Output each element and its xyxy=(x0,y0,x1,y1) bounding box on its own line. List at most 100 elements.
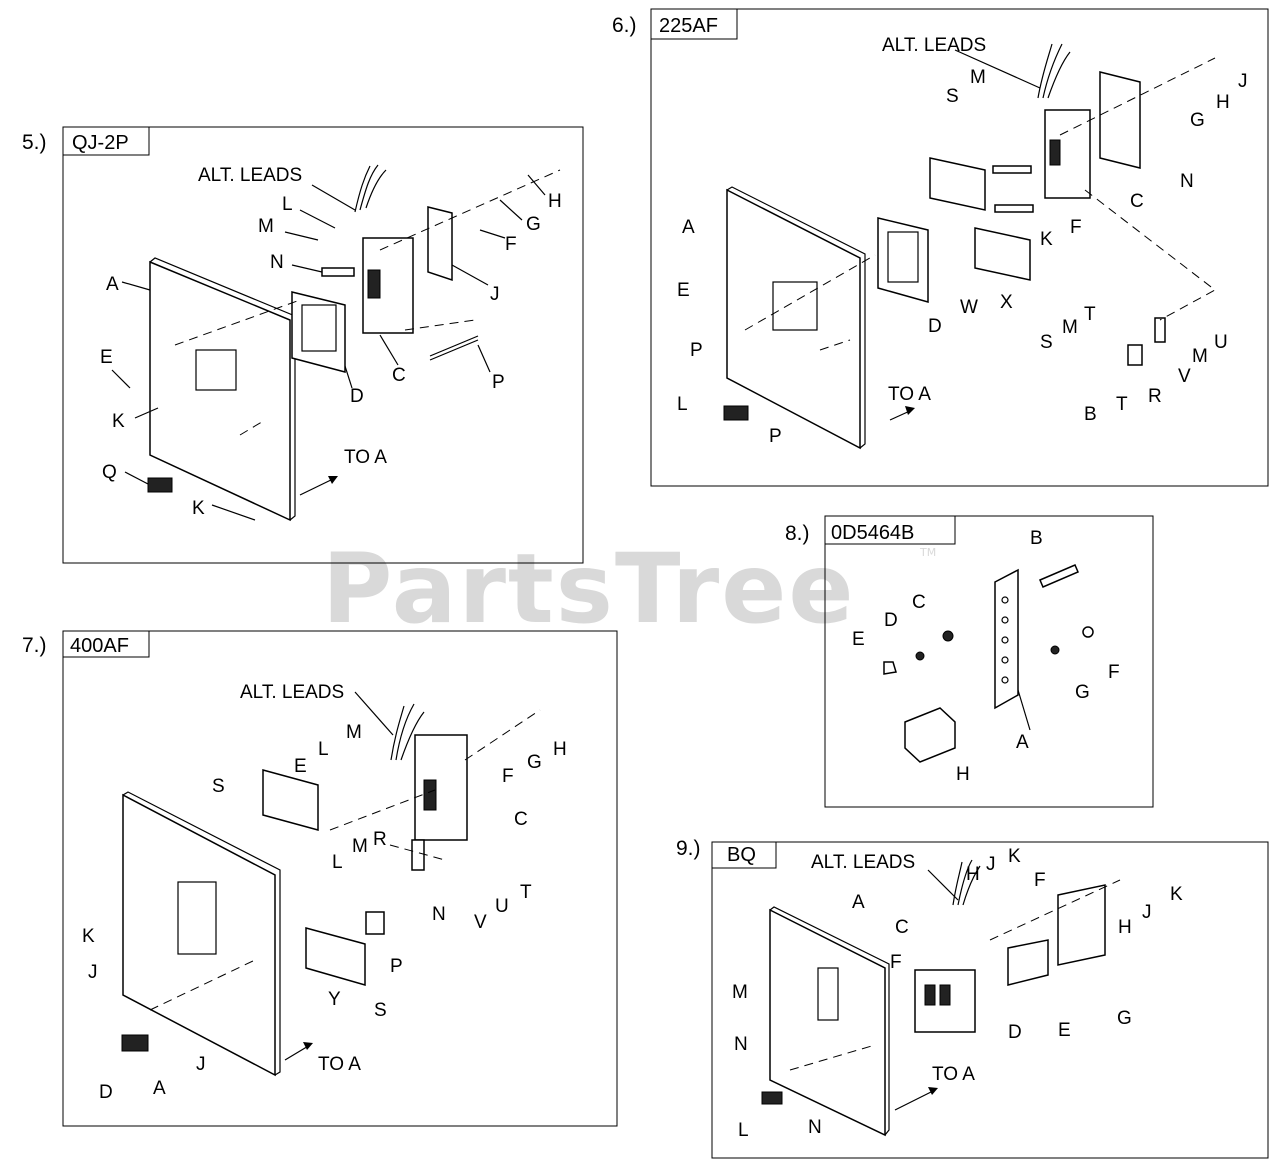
to-a-arrow xyxy=(894,1089,936,1111)
callout-h: H xyxy=(553,739,567,760)
washer-d xyxy=(915,651,925,661)
callout-f: F xyxy=(502,766,514,787)
bolt-f xyxy=(1082,626,1094,638)
alt-leads-label: ALT. LEADS xyxy=(198,165,302,186)
shield-s-upper xyxy=(262,769,319,831)
callout-t: T xyxy=(520,882,532,903)
to-a-label: TO A xyxy=(344,447,387,468)
diagram-6-model-box xyxy=(650,8,738,40)
to-a-label: TO A xyxy=(318,1054,361,1075)
callout-a: A xyxy=(852,892,865,913)
label-l xyxy=(723,405,749,421)
callout-g: G xyxy=(527,752,542,773)
callout-a: A xyxy=(682,217,695,238)
washer-c xyxy=(942,630,954,642)
bracket-v xyxy=(1154,317,1166,343)
callout-p-upper: P xyxy=(690,340,703,361)
to-a-label: TO A xyxy=(932,1064,975,1085)
callout-s-top: S xyxy=(946,86,959,107)
callout-f-left: F xyxy=(890,952,902,973)
callout-j-upper: J xyxy=(88,962,98,983)
diagram-8-model: 0D5464B xyxy=(831,522,914,544)
callout-m-lower: M xyxy=(352,836,368,857)
callout-a: A xyxy=(1016,732,1029,753)
callout-b: B xyxy=(1084,404,1097,425)
alt-leads-label: ALT. LEADS xyxy=(882,35,986,56)
callout-n-lower: N xyxy=(808,1117,822,1138)
diagram-6-model: 225AF xyxy=(659,15,718,37)
callout-l-upper: L xyxy=(318,739,329,760)
diagram-9-bq: 9.) BQ ALT. LEADS TO A A C D E F F G H H… xyxy=(676,837,1269,1159)
bezel-d xyxy=(877,217,929,303)
callout-d: D xyxy=(99,1082,113,1103)
callout-t-lower: T xyxy=(1116,394,1128,415)
callout-n: N xyxy=(432,904,446,925)
callout-h-right: H xyxy=(1118,917,1132,938)
diagram-7-400af: 7.) 400AF ALT. LEADS TO A A C D E F G H … xyxy=(22,630,618,1127)
breaker-c xyxy=(414,734,468,841)
callout-l: L xyxy=(677,394,688,415)
diagram-6-number: 6.) xyxy=(612,14,637,37)
shield-s-lower xyxy=(305,927,366,986)
cutout xyxy=(195,349,237,391)
callout-h: H xyxy=(548,191,562,212)
washer-g xyxy=(1050,645,1060,655)
callout-k-right: K xyxy=(1170,884,1183,905)
shield-w xyxy=(929,157,986,211)
diagram-7-model-box xyxy=(62,630,150,658)
callout-k-lower: K xyxy=(192,498,205,519)
diagram-7-model: 400AF xyxy=(70,635,129,657)
callout-a: A xyxy=(153,1078,166,1099)
callout-m: M xyxy=(732,982,748,1003)
callout-g: G xyxy=(1075,682,1090,703)
cutout xyxy=(817,967,839,1021)
strip-k xyxy=(992,165,1032,174)
callout-m-upper: M xyxy=(346,722,362,743)
callout-c: C xyxy=(392,365,406,386)
label-l xyxy=(761,1091,783,1105)
nut-e xyxy=(883,661,897,675)
callout-k: K xyxy=(1040,229,1053,250)
callout-c: C xyxy=(895,917,909,938)
diagram-8-frame xyxy=(824,515,1154,808)
callout-m: M xyxy=(258,216,274,237)
callout-c: C xyxy=(912,592,926,613)
bezel-d xyxy=(291,291,346,373)
callout-m-top: M xyxy=(970,67,986,88)
callout-f: F xyxy=(1070,217,1082,238)
callout-d: D xyxy=(928,316,942,337)
callout-a: A xyxy=(106,274,119,295)
shield-x xyxy=(974,227,1031,281)
callout-l-lower: L xyxy=(332,852,343,873)
callout-c: C xyxy=(514,809,528,830)
callout-l: L xyxy=(738,1120,749,1141)
callout-h: H xyxy=(956,764,970,785)
bolt-p xyxy=(429,339,479,361)
diagram-8-number: 8.) xyxy=(785,522,810,545)
callout-j: J xyxy=(490,284,500,305)
callout-n: N xyxy=(270,252,284,273)
panel-a xyxy=(769,908,886,1137)
bolt-b xyxy=(1039,564,1079,588)
callout-c: C xyxy=(1130,191,1144,212)
callout-x: X xyxy=(1000,292,1013,313)
diagram-9-model-box xyxy=(711,841,777,869)
diagram-8-model-box xyxy=(824,515,956,545)
diagram-5-frame xyxy=(62,126,584,564)
callout-e: E xyxy=(100,347,113,368)
bracket-n xyxy=(411,839,425,871)
callout-h: H xyxy=(1216,92,1230,113)
plate-j xyxy=(427,206,453,282)
callout-p: P xyxy=(390,956,403,977)
callout-q: Q xyxy=(102,462,117,483)
callout-g: G xyxy=(1117,1008,1132,1029)
diagram-5-model: QJ-2P xyxy=(72,132,129,154)
callout-j-right: J xyxy=(1142,902,1152,923)
callout-y: Y xyxy=(328,989,341,1010)
callout-s-upper: S xyxy=(212,776,225,797)
callout-d: D xyxy=(350,386,364,407)
diagram-5-qj-2p: 5.) QJ-2P xyxy=(22,126,584,564)
watermark-trademark: TM xyxy=(919,546,936,559)
callout-u: U xyxy=(495,896,509,917)
callout-t-top: T xyxy=(1084,304,1096,325)
